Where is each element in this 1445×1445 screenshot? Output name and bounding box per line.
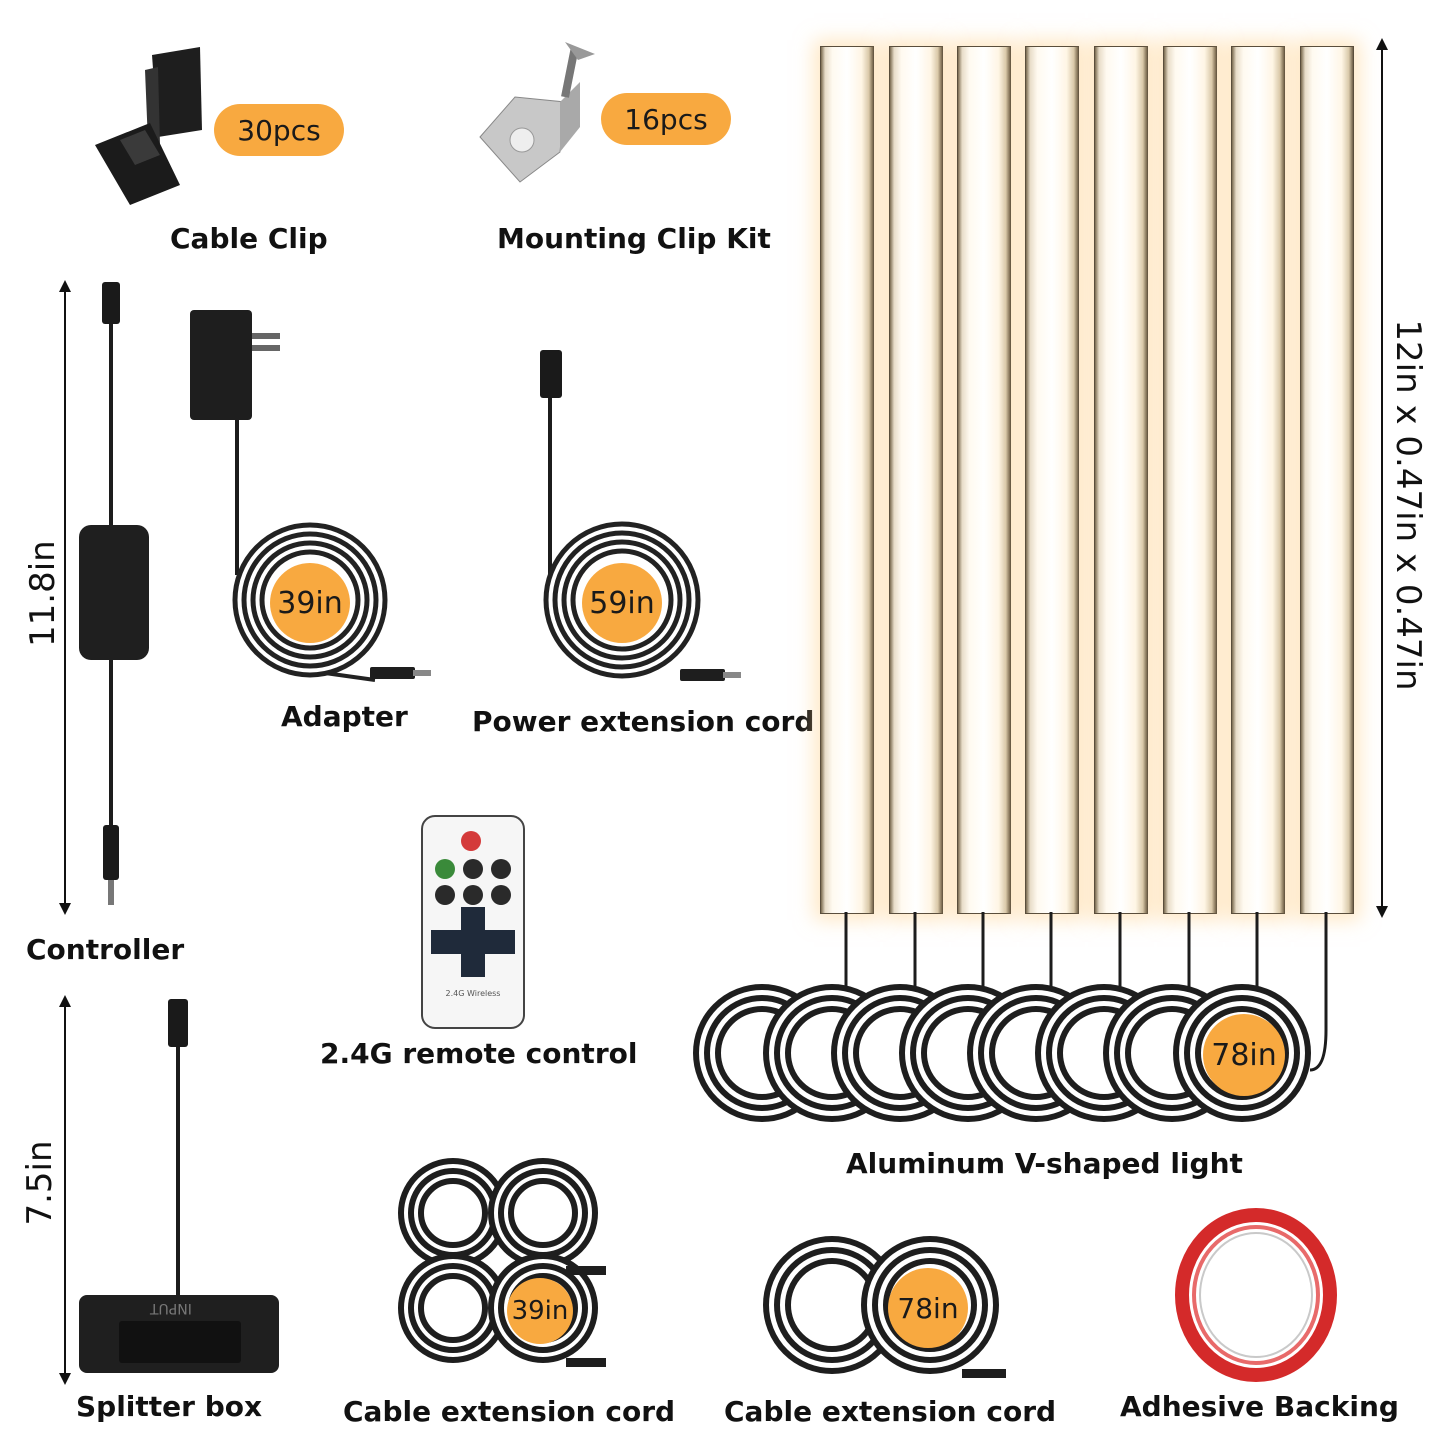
remote-brand-text: 2.4G Wireless	[445, 989, 501, 998]
adapter-label: Adapter	[281, 700, 408, 733]
power-extension-image	[540, 350, 741, 681]
light-bar	[1094, 46, 1148, 914]
cable-clip-qty-badge: 30pcs	[214, 104, 344, 156]
remote-buttons	[435, 859, 511, 905]
light-cable-length-badge: 78in	[1203, 1014, 1285, 1096]
controller-length: 11.8in	[23, 540, 63, 647]
light-dimension-arrow	[1376, 38, 1388, 918]
power-icon	[461, 831, 481, 851]
cable-ext-78-image	[763, 1236, 1006, 1378]
dpad-icon	[431, 907, 515, 977]
cable-clip-image	[95, 47, 202, 205]
light-bar	[1025, 46, 1079, 914]
adhesive-tape-image	[1175, 1208, 1337, 1382]
light-bar	[820, 46, 874, 914]
light-bar	[889, 46, 943, 914]
light-dimensions: 12in x 0.47in x 0.47in	[1388, 319, 1428, 691]
splitter-dimension-arrow	[59, 995, 71, 1385]
remote-label: 2.4G remote control	[320, 1037, 638, 1070]
adapter-length-badge: 39in	[270, 563, 350, 643]
cable-ext-39-label: Cable extension cord	[343, 1395, 676, 1428]
mounting-clip-label: Mounting Clip Kit	[497, 222, 771, 255]
light-cables	[844, 912, 1328, 1072]
cable-clip-label: Cable Clip	[170, 222, 328, 255]
power-extension-label: Power extension cord	[472, 705, 815, 738]
light-bar	[1231, 46, 1285, 914]
light-bar	[1163, 46, 1217, 914]
splitter-label: Splitter box	[76, 1390, 263, 1423]
adapter-image	[190, 310, 431, 682]
cable-ext-78-length-badge: 78in	[888, 1268, 968, 1348]
splitter-length: 7.5in	[20, 1140, 60, 1226]
cable-ext-39-image	[398, 1158, 606, 1367]
adhesive-label: Adhesive Backing	[1120, 1390, 1399, 1423]
light-label: Aluminum V-shaped light	[846, 1147, 1243, 1180]
controller-image	[79, 282, 149, 905]
remote-image: 2.4G Wireless	[421, 815, 525, 1029]
power-extension-length-badge: 59in	[582, 563, 662, 643]
mounting-clip-qty-badge: 16pcs	[601, 93, 731, 145]
splitter-port-label: INPUT	[150, 1300, 192, 1316]
controller-dimension-arrow	[59, 280, 71, 915]
controller-label: Controller	[26, 933, 185, 966]
splitter-image	[79, 999, 279, 1373]
cable-ext-39-length-badge: 39in	[507, 1278, 573, 1344]
light-bar	[957, 46, 1011, 914]
cable-ext-78-label: Cable extension cord	[724, 1395, 1057, 1428]
light-bar	[1300, 46, 1354, 914]
mounting-clip-image	[479, 42, 595, 183]
